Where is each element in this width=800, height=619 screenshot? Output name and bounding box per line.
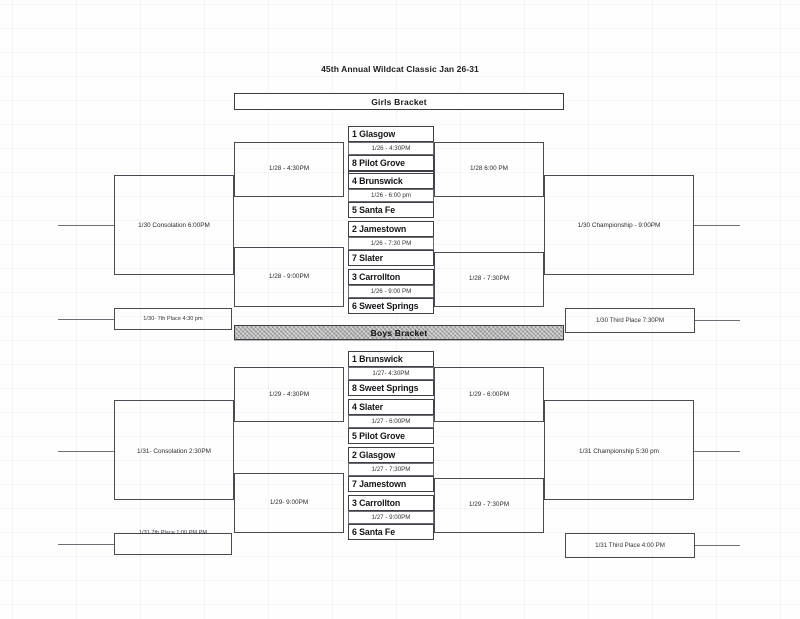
boys-bracket-banner: Boys Bracket (234, 325, 564, 340)
girls-seventh-place-inlet (58, 319, 114, 320)
girls-consolation-inlet (58, 225, 114, 226)
boys-r1-team-3: 4 Slater (348, 399, 434, 415)
girls-winners-semi-top-box (434, 142, 544, 197)
boys-championship-box (544, 400, 694, 500)
boys-r1-team-5: 2 Glasgow (348, 447, 434, 463)
girls-consolation-box (114, 175, 234, 275)
boys-losers-semi-top-label: 1/29 - 4:30PM (268, 390, 310, 398)
boys-third-place-label: 1/31 Third Place 4:00 PM (595, 541, 665, 549)
girls-winners-semi-bottom-box (434, 252, 544, 307)
girls-r1-game-3-time: 1/26 - 7:30 PM (348, 237, 434, 250)
boys-r1-team-7: 3 Carrollton (348, 495, 434, 511)
boys-consolation-label: 1/31- Consolation 2:30PM (137, 447, 211, 455)
boys-r1-team-2: 8 Sweet Springs (348, 380, 434, 396)
girls-bracket-banner: Girls Bracket (234, 93, 564, 110)
boys-r1-team-8: 6 Santa Fe (348, 524, 434, 540)
boys-consolation-box (114, 400, 234, 500)
boys-r1-game-3-time: 1/27 - 7:30PM (348, 463, 434, 476)
girls-championship-label: 1/30 Championship - 9:00PM (577, 221, 661, 229)
boys-winners-semi-bottom-box (434, 478, 544, 533)
girls-r1-team-5: 2 Jamestown (348, 221, 434, 237)
girls-r1-team-6: 7 Slater (348, 250, 434, 266)
boys-winners-semi-bottom-label: 1/29 - 7:30PM (468, 500, 510, 508)
girls-r1-team-1: 1 Glasgow (348, 126, 434, 142)
girls-r1-team-7: 3 Carrollton (348, 269, 434, 285)
girls-losers-semi-bottom-label: 1/28 - 9:00PM (268, 272, 310, 280)
girls-championship-outlet (694, 225, 740, 226)
boys-r1-game-2-time: 1/27 - 6:00PM (348, 415, 434, 428)
girls-r1-team-3b: 4 Brunswick (348, 173, 434, 189)
boys-r1-team-4: 5 Pilot Grove (348, 428, 434, 444)
boys-losers-semi-bottom-label: 1/29- 9:00PM (269, 498, 309, 506)
boys-third-place-outlet (695, 545, 740, 546)
girls-losers-semi-top-box (234, 142, 344, 197)
girls-r1-game-2-time-b: 1/26 - 6:00 pm (348, 189, 434, 202)
boys-losers-semi-top-box (234, 367, 344, 422)
boys-seventh-place-label: 1/31 7th Place 1:00 PM PM (138, 530, 208, 536)
girls-winners-semi-bottom-label: 1/28 - 7:30PM (468, 274, 510, 282)
boys-r1-game-4-time: 1/27 - 9:00PM (348, 511, 434, 524)
girls-consolation-label: 1/30 Consolation 6:00PM (138, 221, 210, 229)
girls-r1-team-8: 6 Sweet Springs (348, 298, 434, 314)
girls-third-place-label: 1/30 Third Place 7:30PM (596, 316, 664, 324)
boys-championship-label: 1/31 Championship 5:30 pm (579, 447, 659, 455)
boys-r1-team-1: 1 Brunswick (348, 351, 434, 367)
girls-third-place-outlet (695, 320, 740, 321)
boys-consolation-inlet (58, 451, 114, 452)
girls-r1-game-4-time: 1/26 - 9:00 PM (348, 285, 434, 298)
boys-r1-team-6: 7 Jamestown (348, 476, 434, 492)
girls-third-place-box (565, 308, 695, 333)
boys-winners-semi-top-box (434, 367, 544, 422)
page-title: 45th Annual Wildcat Classic Jan 26-31 (321, 64, 479, 74)
girls-r1-team-2: 8 Pilot Grove (348, 155, 434, 171)
boys-third-place-box (565, 533, 695, 558)
girls-seventh-place-box (114, 308, 232, 330)
girls-seventh-place-label: 1/30- 7th Place 4:30 pm (143, 316, 203, 322)
boys-seventh-place-inlet (58, 544, 114, 545)
girls-championship-box (544, 175, 694, 275)
girls-losers-semi-bottom-box (234, 247, 344, 307)
girls-r1-team-4: 5 Santa Fe (348, 202, 434, 218)
boys-losers-semi-bottom-box (234, 473, 344, 533)
boys-seventh-place-box (114, 533, 232, 555)
girls-losers-semi-top-label: 1/28 - 4:30PM (268, 164, 310, 172)
girls-r1-game-1-time: 1/26 - 4:30PM (348, 142, 434, 155)
girls-winners-semi-top-label: 1/28 6:00 PM (469, 164, 508, 172)
boys-championship-outlet (694, 451, 740, 452)
boys-winners-semi-top-label: 1/29 - 6:00PM (468, 390, 510, 398)
boys-r1-game-1-time: 1/27- 4:30PM (348, 367, 434, 380)
